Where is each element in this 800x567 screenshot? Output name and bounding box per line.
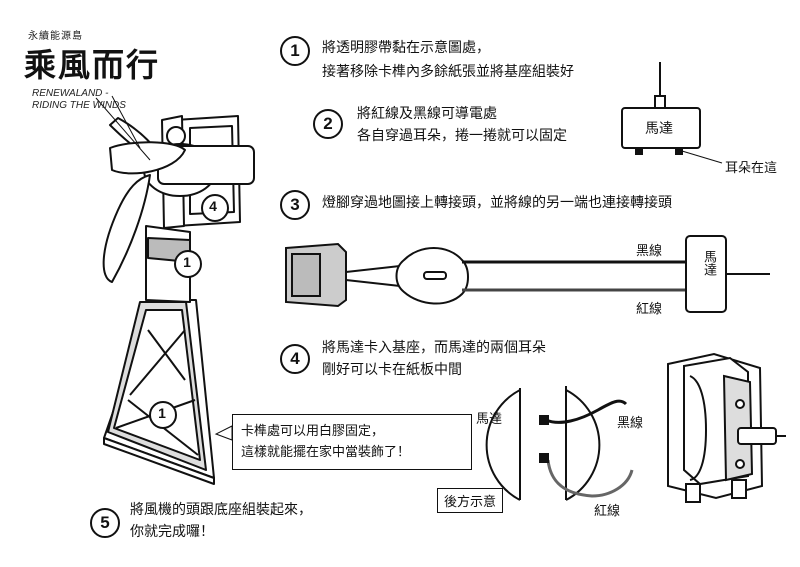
motor-vertical-label: 馬達 bbox=[701, 250, 716, 276]
marker-4: 4 bbox=[209, 198, 217, 214]
motor-label: 馬達 bbox=[645, 121, 673, 137]
step-4-number: 4 bbox=[280, 344, 310, 374]
step-1-line-1: 將透明膠帶黏在示意圖處， bbox=[322, 40, 490, 56]
wiring-step3 bbox=[285, 235, 770, 313]
step-1-line-2: 接著移除卡榫內多餘紙張並將基座組裝好 bbox=[322, 64, 574, 80]
step-5-line-1: 將風機的頭跟底座組裝起來， bbox=[130, 502, 312, 518]
brand-english-line-1: RENEWALAND - bbox=[32, 88, 109, 99]
brand-english-line-2: RIDING THE WINDS bbox=[32, 100, 126, 111]
step-2-number: 2 bbox=[313, 109, 343, 139]
ear-label: 耳朵在這 bbox=[725, 161, 778, 176]
step-2-line-2: 各自穿過耳朵，捲一捲就可以固定 bbox=[357, 128, 567, 144]
marker-1-bottom: 1 bbox=[158, 405, 166, 421]
motor-rear-label: 馬達 bbox=[476, 412, 503, 427]
step-1-number: 1 bbox=[280, 36, 310, 66]
marker-1-top: 1 bbox=[183, 254, 191, 270]
step-3-line-1: 燈腳穿過地圖接上轉接頭，並將線的另一端也連接轉接頭 bbox=[322, 195, 672, 211]
step-5-line-2: 你就完成囉！ bbox=[130, 524, 214, 540]
assembled-motor-box bbox=[667, 352, 786, 503]
black-wire-rear-label: 黑線 bbox=[617, 416, 644, 431]
red-wire-rear-label: 紅線 bbox=[594, 504, 621, 519]
step-5-number: 5 bbox=[90, 508, 120, 538]
step-4-line-2: 剛好可以卡在紙板中間 bbox=[322, 362, 462, 378]
step-2-line-1: 將紅線及黑線可導電處 bbox=[357, 106, 497, 122]
black-wire-label: 黑線 bbox=[636, 244, 663, 259]
tip-callout: 卡榫處可以用白膠固定， 這樣就能擺在家中當裝飾了！ bbox=[232, 414, 472, 470]
windmill-illustration bbox=[95, 97, 255, 485]
rear-view-step4 bbox=[485, 386, 634, 501]
tip-line-1: 卡榫處可以用白膠固定， bbox=[241, 424, 385, 439]
step-4-line-1: 將馬達卡入基座，而馬達的兩個耳朵 bbox=[322, 340, 546, 356]
brand-subtitle: 永續能源島 bbox=[28, 31, 83, 42]
tip-line-2: 這樣就能擺在家中當裝飾了！ bbox=[241, 445, 411, 460]
step-3-number: 3 bbox=[280, 190, 310, 220]
back-view-label: 後方示意 bbox=[437, 488, 504, 513]
red-wire-label: 紅線 bbox=[636, 302, 663, 317]
marker-circles bbox=[149, 194, 229, 429]
brand-title: 乘風而行 bbox=[24, 46, 161, 84]
motor-step2 bbox=[621, 62, 723, 164]
